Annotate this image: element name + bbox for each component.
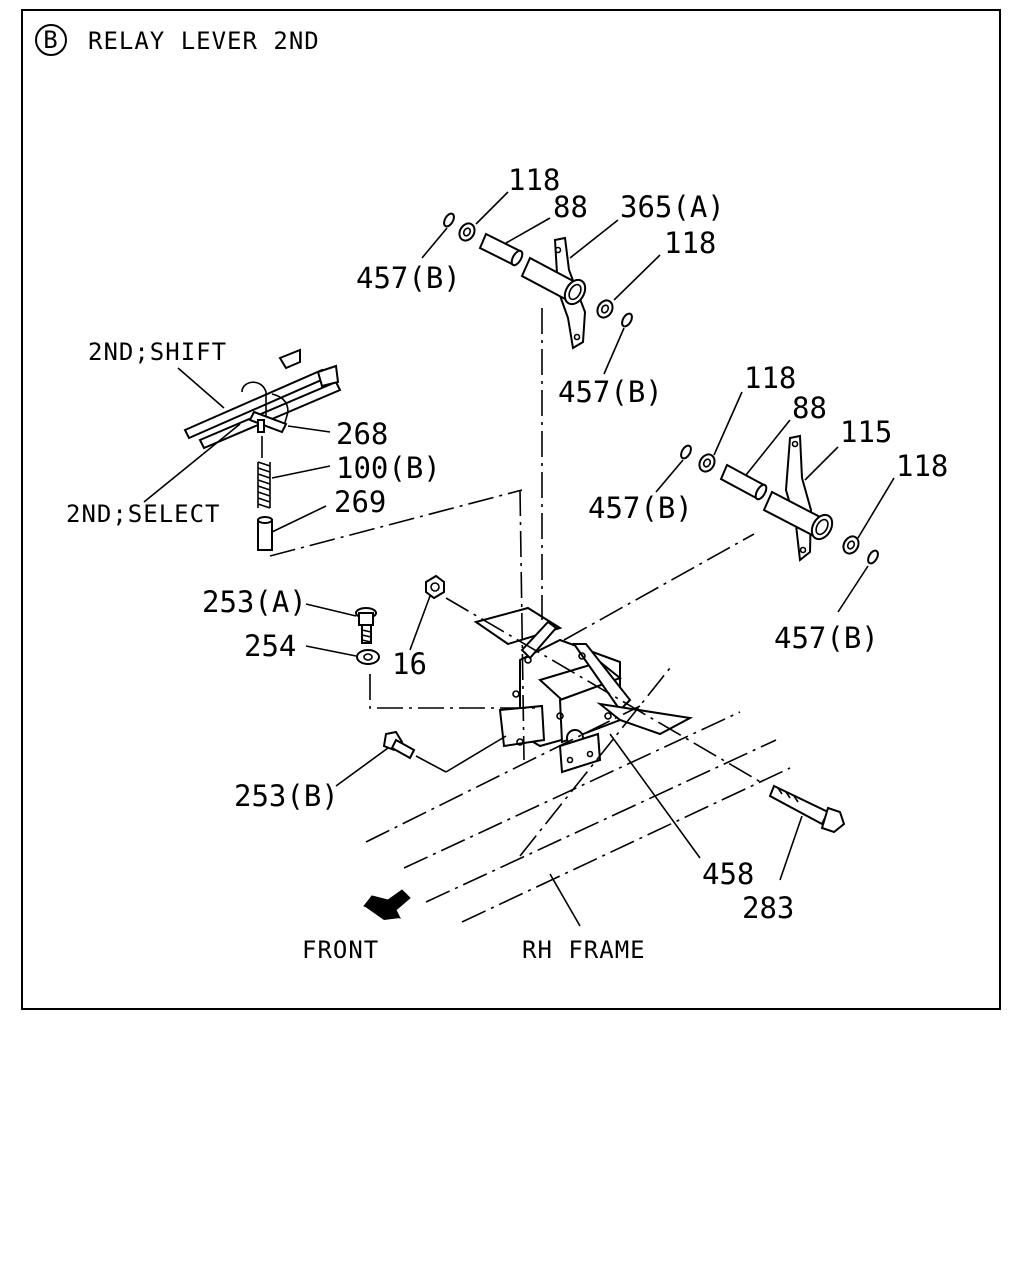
- diagram-frame: [21, 9, 1001, 1010]
- callout-118: 118: [744, 361, 796, 395]
- washer-457b-upper-right: [621, 312, 633, 328]
- bushing-118-mid-right: [842, 535, 860, 555]
- nut-16: [425, 574, 445, 600]
- diagram-header: B RELAY LEVER 2ND: [35, 24, 320, 56]
- lever-365a: [520, 236, 587, 350]
- washer-457b-mid-right: [867, 549, 879, 565]
- section-badge-letter: B: [43, 26, 58, 54]
- callout-labels: 118 88 365(A) 118 457(B) 457(B) 118 88 1…: [66, 163, 948, 964]
- callout-118: 118: [664, 226, 716, 260]
- callout-457b: 457(B): [558, 375, 663, 409]
- callout-88: 88: [792, 391, 827, 425]
- lever-115: [762, 434, 834, 562]
- pin-268: [257, 419, 265, 433]
- callout-115: 115: [840, 415, 892, 449]
- callout-457b: 457(B): [774, 621, 879, 655]
- lower-leaders: [655, 391, 895, 613]
- note-2nd-select: 2ND;SELECT: [66, 500, 221, 528]
- callout-457b: 457(B): [356, 261, 461, 295]
- callout-268: 268: [336, 417, 388, 451]
- callout-100b: 100(B): [336, 451, 441, 485]
- rod-leaders: [143, 367, 331, 533]
- section-badge-circle: [35, 24, 67, 56]
- washer-457b-upper-left: [443, 212, 455, 228]
- bushing-118-upper-left: [458, 222, 476, 242]
- callout-254: 254: [244, 629, 296, 663]
- pin-88-lower: [719, 463, 768, 501]
- bracket-458: [473, 606, 694, 774]
- callout-269: 269: [334, 485, 386, 519]
- pin-88-upper: [478, 232, 524, 267]
- bolt-253b: [382, 730, 416, 760]
- upper-lever-assembly: [443, 212, 633, 350]
- callout-88: 88: [553, 190, 588, 224]
- bottom-leaders: [305, 595, 803, 927]
- callout-253a: 253(A): [202, 585, 307, 619]
- note-rh-frame: RH FRAME: [522, 936, 646, 964]
- note-front: FRONT: [302, 936, 379, 964]
- washer-254: [356, 649, 380, 665]
- callout-118: 118: [508, 163, 560, 197]
- bolt-253a: [355, 607, 377, 644]
- bushing-118-upper-right: [596, 299, 614, 319]
- callout-16: 16: [392, 647, 427, 681]
- washer-457b-mid-left: [680, 444, 692, 460]
- callout-253b: 253(B): [234, 779, 339, 813]
- bolt-283: [768, 784, 846, 834]
- callout-118: 118: [896, 449, 948, 483]
- pin-269: [257, 516, 273, 551]
- rh-frame-rails: [365, 667, 791, 923]
- callout-365a: 365(A): [620, 190, 725, 224]
- callout-283: 283: [742, 891, 794, 925]
- bushing-118-mid-left: [698, 453, 716, 473]
- note-2nd-shift: 2ND;SHIFT: [88, 338, 227, 366]
- front-arrow-icon: [363, 889, 411, 920]
- callout-457b: 457(B): [588, 491, 693, 525]
- diagram-title: RELAY LEVER 2ND: [88, 27, 320, 55]
- lower-lever-assembly: [680, 434, 879, 565]
- callout-458: 458: [702, 857, 754, 891]
- spring-100b: [257, 461, 271, 509]
- assembly-centerlines: [269, 308, 765, 785]
- upper-leaders: [421, 191, 661, 375]
- shift-select-rods: [183, 348, 342, 551]
